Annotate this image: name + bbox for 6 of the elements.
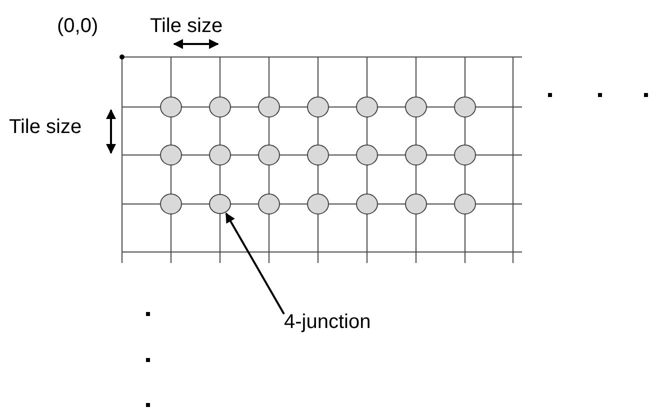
origin-label: (0,0): [57, 16, 98, 36]
leader-line: [225, 212, 285, 314]
dimension-label: Tile size: [150, 16, 223, 36]
junction-circle: [209, 194, 231, 214]
dimension-label: Tile size: [9, 117, 82, 137]
callout-label: 4-junction: [284, 312, 371, 332]
